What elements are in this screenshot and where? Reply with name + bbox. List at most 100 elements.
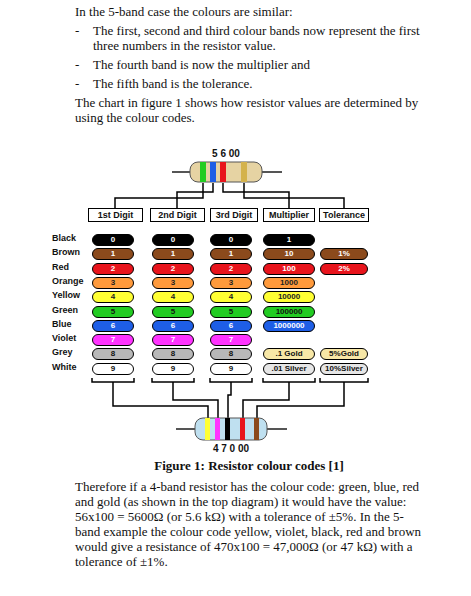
- wire: [115, 183, 344, 208]
- color-chip: 3: [152, 277, 194, 289]
- chip-text: 3: [111, 278, 115, 288]
- color-chip: 2: [92, 263, 134, 275]
- color-chip: 0: [92, 234, 134, 246]
- color-chip: 1: [152, 248, 194, 260]
- row-name: Green: [52, 305, 90, 315]
- bullet-text: The first, second and third colour bands…: [93, 23, 420, 53]
- chip-text: 8: [111, 349, 115, 359]
- resistor-lead: [262, 171, 282, 173]
- color-chip: 3: [92, 277, 134, 289]
- row-name: Orange: [52, 276, 90, 286]
- chip-text: 1%: [338, 249, 350, 259]
- chip-text: 6: [229, 321, 233, 331]
- row-name: Yellow: [52, 290, 90, 300]
- chip-text: 5%Gold: [329, 349, 359, 359]
- color-chip: 5%Gold: [320, 348, 368, 360]
- color-chip: 10%Silver: [320, 363, 368, 375]
- color-chip: 10: [263, 248, 315, 260]
- chip-text: 1: [287, 235, 291, 245]
- chip-text: 9: [171, 364, 175, 374]
- figure-caption: Figure 1: Resistor colour codes [1]: [75, 458, 423, 473]
- color-band: [200, 162, 206, 182]
- chip-text: 3: [171, 278, 175, 288]
- color-band: [205, 418, 210, 440]
- chip-text: 1: [111, 249, 115, 259]
- chip-text: 0: [111, 235, 115, 245]
- row-name: Blue: [52, 319, 90, 329]
- text-block: In the 5-band case the colours are simil…: [75, 4, 420, 129]
- chip-text: 6: [111, 321, 115, 331]
- color-chip: 0: [210, 234, 252, 246]
- chip-text: 10%Silver: [325, 364, 363, 374]
- color-band: [225, 418, 230, 440]
- chip-text: 8: [171, 349, 175, 359]
- color-chip: 9: [92, 363, 134, 375]
- chip-text: 5: [229, 307, 233, 317]
- color-chip: 7: [152, 334, 194, 346]
- text-block: Figure 1: Resistor colour codes [1] There…: [75, 458, 423, 573]
- color-chip: 8: [92, 348, 134, 360]
- paragraph: In the 5-band case the colours are simil…: [75, 4, 420, 19]
- color-chip: 9: [210, 363, 252, 375]
- chip-text: 4: [229, 292, 233, 302]
- row-name: Brown: [52, 247, 90, 257]
- paragraph: The chart in figure 1 shows how resistor…: [75, 95, 420, 125]
- color-chip: 2: [210, 263, 252, 275]
- chip-text: 2: [171, 264, 175, 274]
- paragraph: Therefore if a 4-band resistor has the c…: [75, 479, 423, 569]
- chip-text: 4: [111, 292, 115, 302]
- color-chip: 7: [210, 334, 252, 346]
- color-band: [241, 162, 247, 182]
- chip-text: 1000000: [273, 321, 304, 331]
- row-name: White: [52, 362, 90, 372]
- color-chip: 8: [152, 348, 194, 360]
- row-name: Red: [52, 262, 90, 272]
- chip-text: 1000: [280, 278, 298, 288]
- color-chip: 1000: [263, 277, 315, 289]
- chip-text: 7: [171, 335, 175, 345]
- resistor-body: [190, 162, 262, 182]
- chip-text: 1: [229, 249, 233, 259]
- color-chip: 0: [152, 234, 194, 246]
- bullet-dash: -: [75, 57, 93, 72]
- row-name: Black: [52, 233, 90, 243]
- color-chip: 7: [92, 334, 134, 346]
- color-chip: 100000: [263, 306, 315, 318]
- column-header: Multiplier: [263, 208, 315, 222]
- row-name: Grey: [52, 347, 90, 357]
- resistor-value: 4 7 0 00: [196, 443, 266, 454]
- bullet-item: -The fourth band is now the multiplier a…: [75, 57, 420, 72]
- resistor-lead: [172, 171, 190, 173]
- color-band: [254, 418, 259, 440]
- color-chip: 4: [210, 291, 252, 303]
- color-chip: 4: [92, 291, 134, 303]
- header-text: Tolerance: [323, 210, 365, 220]
- header-text: 2nd Digit: [158, 210, 197, 220]
- color-band: [210, 162, 216, 182]
- resistor-lead: [267, 428, 287, 430]
- color-chip: 6: [210, 320, 252, 332]
- chip-text: 5: [171, 307, 175, 317]
- chip-text: 4: [171, 292, 175, 302]
- chip-text: .1 Gold: [275, 349, 302, 359]
- chip-text: 7: [229, 335, 233, 345]
- column-header: 2nd Digit: [150, 208, 205, 222]
- color-chip: 8: [210, 348, 252, 360]
- chip-text: 9: [111, 364, 115, 374]
- bullet-dash: -: [75, 76, 93, 91]
- color-chip: 1000000: [263, 320, 315, 332]
- chip-text: 7: [111, 335, 115, 345]
- chip-text: 10000: [278, 292, 300, 302]
- color-chip: 1: [210, 248, 252, 260]
- color-chip: .1 Gold: [263, 348, 315, 360]
- color-band: [215, 418, 220, 440]
- chip-text: 10: [285, 249, 294, 259]
- bullet-item: -The fifth band is the tolerance.: [75, 76, 420, 91]
- bullet-text: The fifth band is the tolerance.: [93, 76, 253, 91]
- header-text: 3rd Digit: [216, 210, 253, 220]
- chip-text: 2%: [338, 264, 350, 274]
- column-header: 1st Digit: [88, 208, 143, 222]
- color-chip: 9: [152, 363, 194, 375]
- bullet-item: -The first, second and third colour band…: [75, 23, 420, 53]
- bullet-text: The fourth band is now the multiplier an…: [93, 57, 310, 72]
